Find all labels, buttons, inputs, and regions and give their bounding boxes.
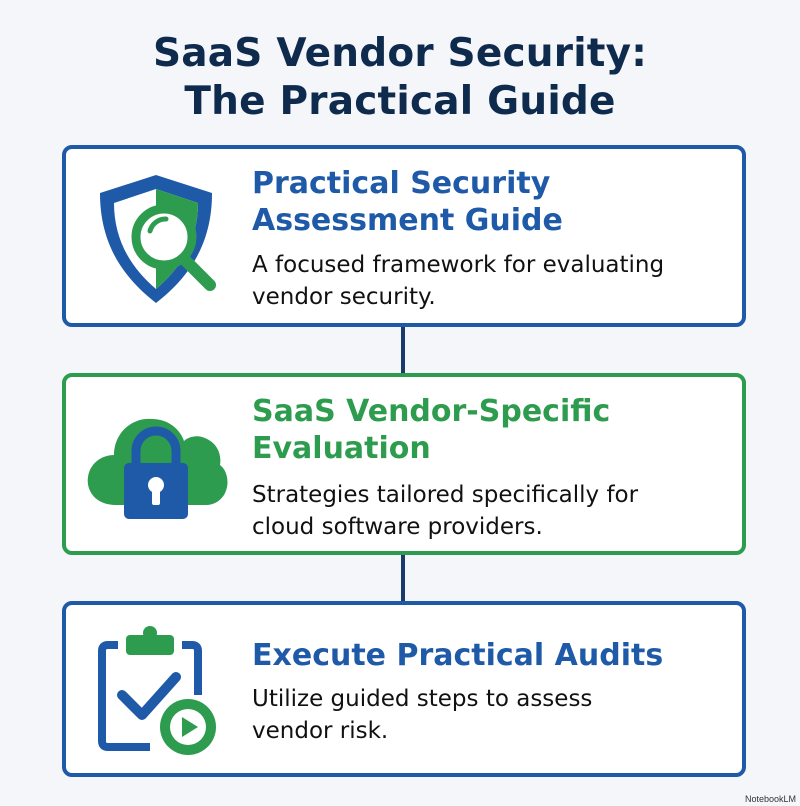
shield-magnifier-icon xyxy=(86,169,226,313)
card-description: Utilize guided steps to assess vendor ri… xyxy=(252,686,593,744)
connector-line-2 xyxy=(401,554,405,602)
connector-line-1 xyxy=(401,326,405,374)
card-description: Strategies tailored specifically for clo… xyxy=(252,482,639,540)
page-title-line-1: SaaS Vendor Security: xyxy=(152,31,648,76)
clipboard-check-play-icon xyxy=(88,621,228,765)
card-title: Practical Security Assessment Guide xyxy=(252,166,563,238)
cloud-lock-icon xyxy=(80,393,230,537)
card-security-assessment: Practical Security Assessment Guide A fo… xyxy=(62,145,746,327)
page-title: SaaS Vendor Security: The Practical Guid… xyxy=(0,30,800,126)
watermark-logo: NotebookLM xyxy=(744,794,796,804)
page-title-line-2: The Practical Guide xyxy=(184,79,616,124)
card-title: Execute Practical Audits xyxy=(252,638,664,673)
card-practical-audits: Execute Practical Audits Utilize guided … xyxy=(62,601,746,777)
card-description: A focused framework for evaluating vendo… xyxy=(252,252,665,310)
card-saas-evaluation: SaaS Vendor-Specific Evaluation Strategi… xyxy=(62,373,746,555)
card-title: SaaS Vendor-Specific Evaluation xyxy=(252,394,611,466)
